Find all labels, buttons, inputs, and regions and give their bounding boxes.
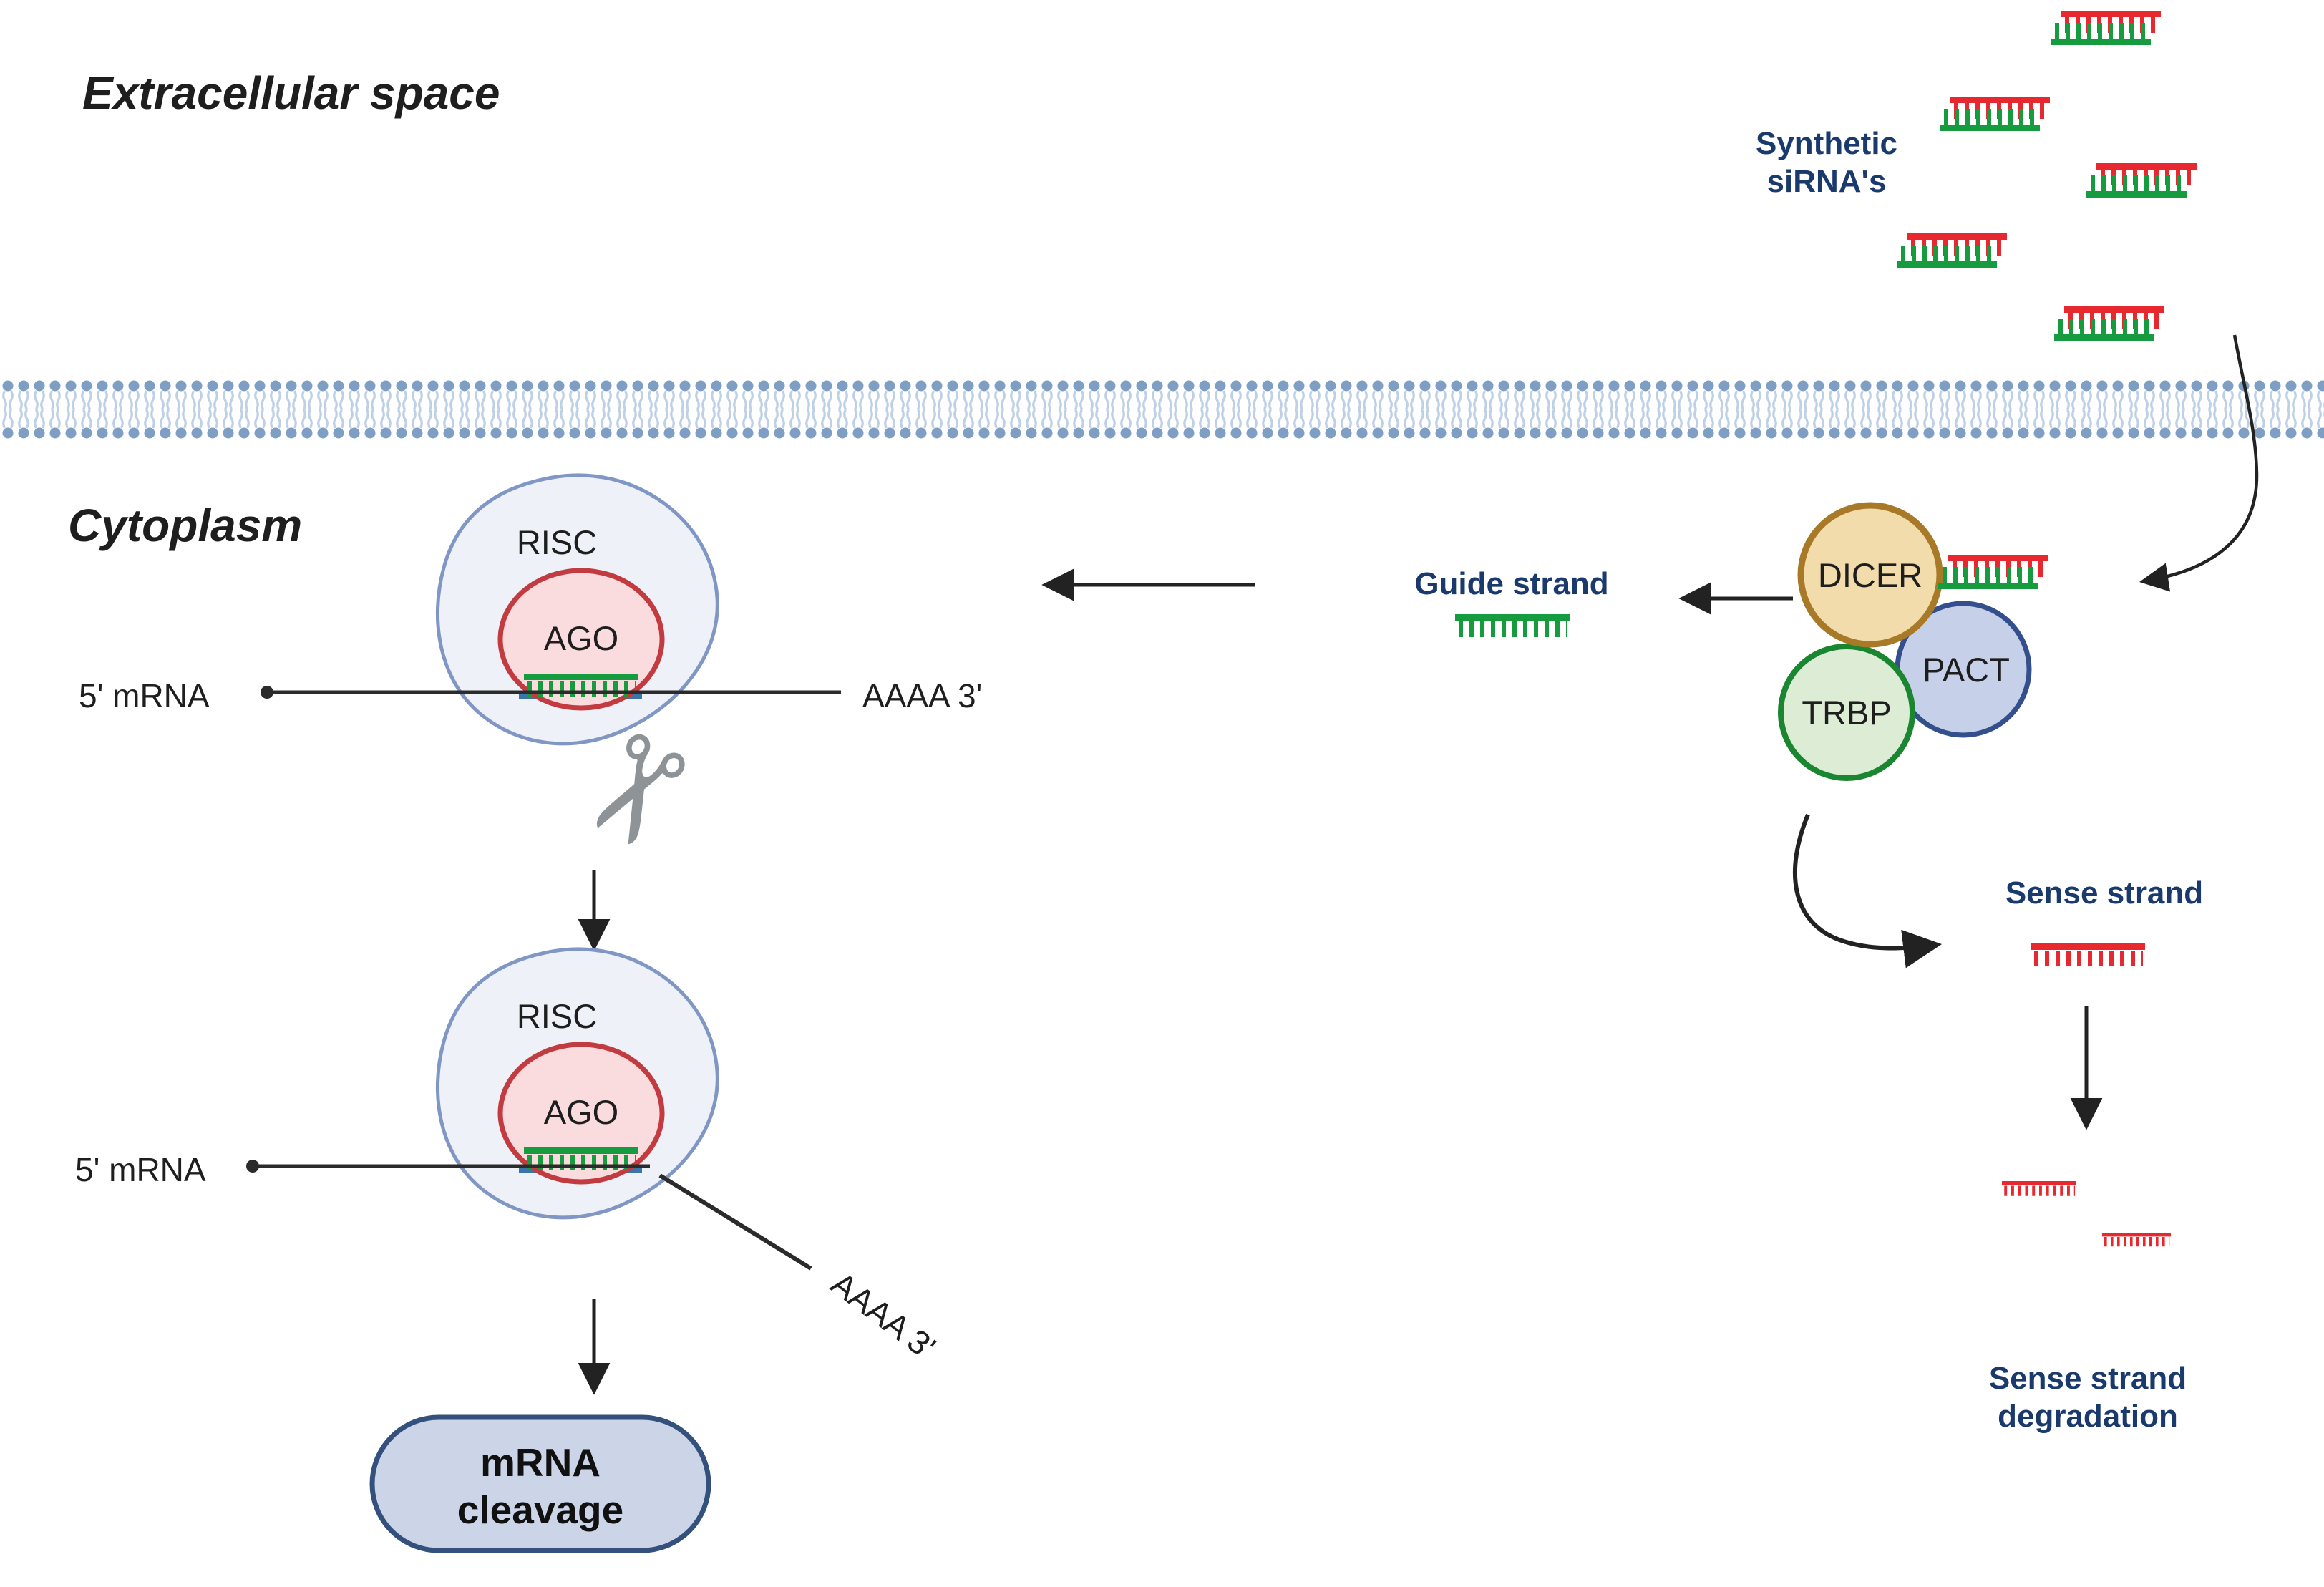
- mrna-cleavage-box: [369, 1414, 711, 1553]
- sirna-duplex-icon: [1940, 97, 2050, 131]
- cytoplasm-label: Cytoplasm: [68, 500, 302, 551]
- cleaved-mrna-3prime-line: [658, 1173, 812, 1271]
- extracellular-space-label: Extracellular space: [82, 67, 500, 119]
- sense-degradation-label-line1: Sense strand: [1989, 1361, 2187, 1396]
- trbp-label: TRBP: [1802, 694, 1891, 732]
- pact-label: PACT: [1922, 651, 2010, 689]
- sense-strand-icon: [2031, 943, 2145, 958]
- mrna-3prime-label-1: AAAA 3': [862, 677, 982, 714]
- mrna-5prime-label-2: 5' mRNA: [75, 1151, 206, 1188]
- sirna-entry-arrow: [2139, 334, 2259, 592]
- mrna-cleavage-label-line1: mRNA: [480, 1440, 601, 1485]
- sirna-duplex-icon: [2086, 163, 2197, 198]
- risc-complex-2: [437, 949, 717, 1218]
- mrna-5prime-cap-2: [246, 1160, 259, 1173]
- mrna-cleavage-label-line2: cleavage: [457, 1487, 623, 1532]
- dicer-circle: [1797, 502, 1943, 648]
- synthetic-sirna-label-line2: siRNA's: [1767, 164, 1887, 199]
- mrna-3prime-label-2: AAAA 3': [825, 1264, 943, 1366]
- risc-label-1: RISC: [517, 523, 597, 561]
- sirna-duplex-icon: [1897, 233, 2007, 268]
- dicer-label: DICER: [1818, 556, 1922, 594]
- sense-fragment-icon: [2102, 1233, 2171, 1242]
- risc-label-2: RISC: [517, 997, 597, 1035]
- sense-fragment-icon: [2002, 1181, 2076, 1191]
- guide-strand-label: Guide strand: [1414, 566, 1608, 601]
- ago-label-1: AGO: [544, 619, 618, 657]
- dicer-bound-sirna-icon: [1938, 555, 2048, 589]
- sirna-duplex-icon: [2051, 11, 2161, 45]
- mrna-5prime-label-1: 5' mRNA: [79, 677, 210, 714]
- cell-membrane: [0, 378, 2324, 441]
- trbp-circle: [1778, 644, 1915, 781]
- ago-label-2: AGO: [544, 1093, 618, 1131]
- sense-degradation-label-line2: degradation: [1998, 1399, 2178, 1434]
- arrow-trbp-to-sense: [1792, 813, 1943, 969]
- risc-complex-1: [437, 475, 717, 744]
- guide-strand-icon: [1455, 614, 1570, 629]
- synthetic-sirna-label-line1: Synthetic: [1756, 126, 1897, 161]
- sirna-duplex-icon: [2054, 306, 2164, 341]
- mrna-5prime-cap-1: [261, 686, 273, 699]
- sense-strand-label: Sense strand: [2005, 875, 2203, 911]
